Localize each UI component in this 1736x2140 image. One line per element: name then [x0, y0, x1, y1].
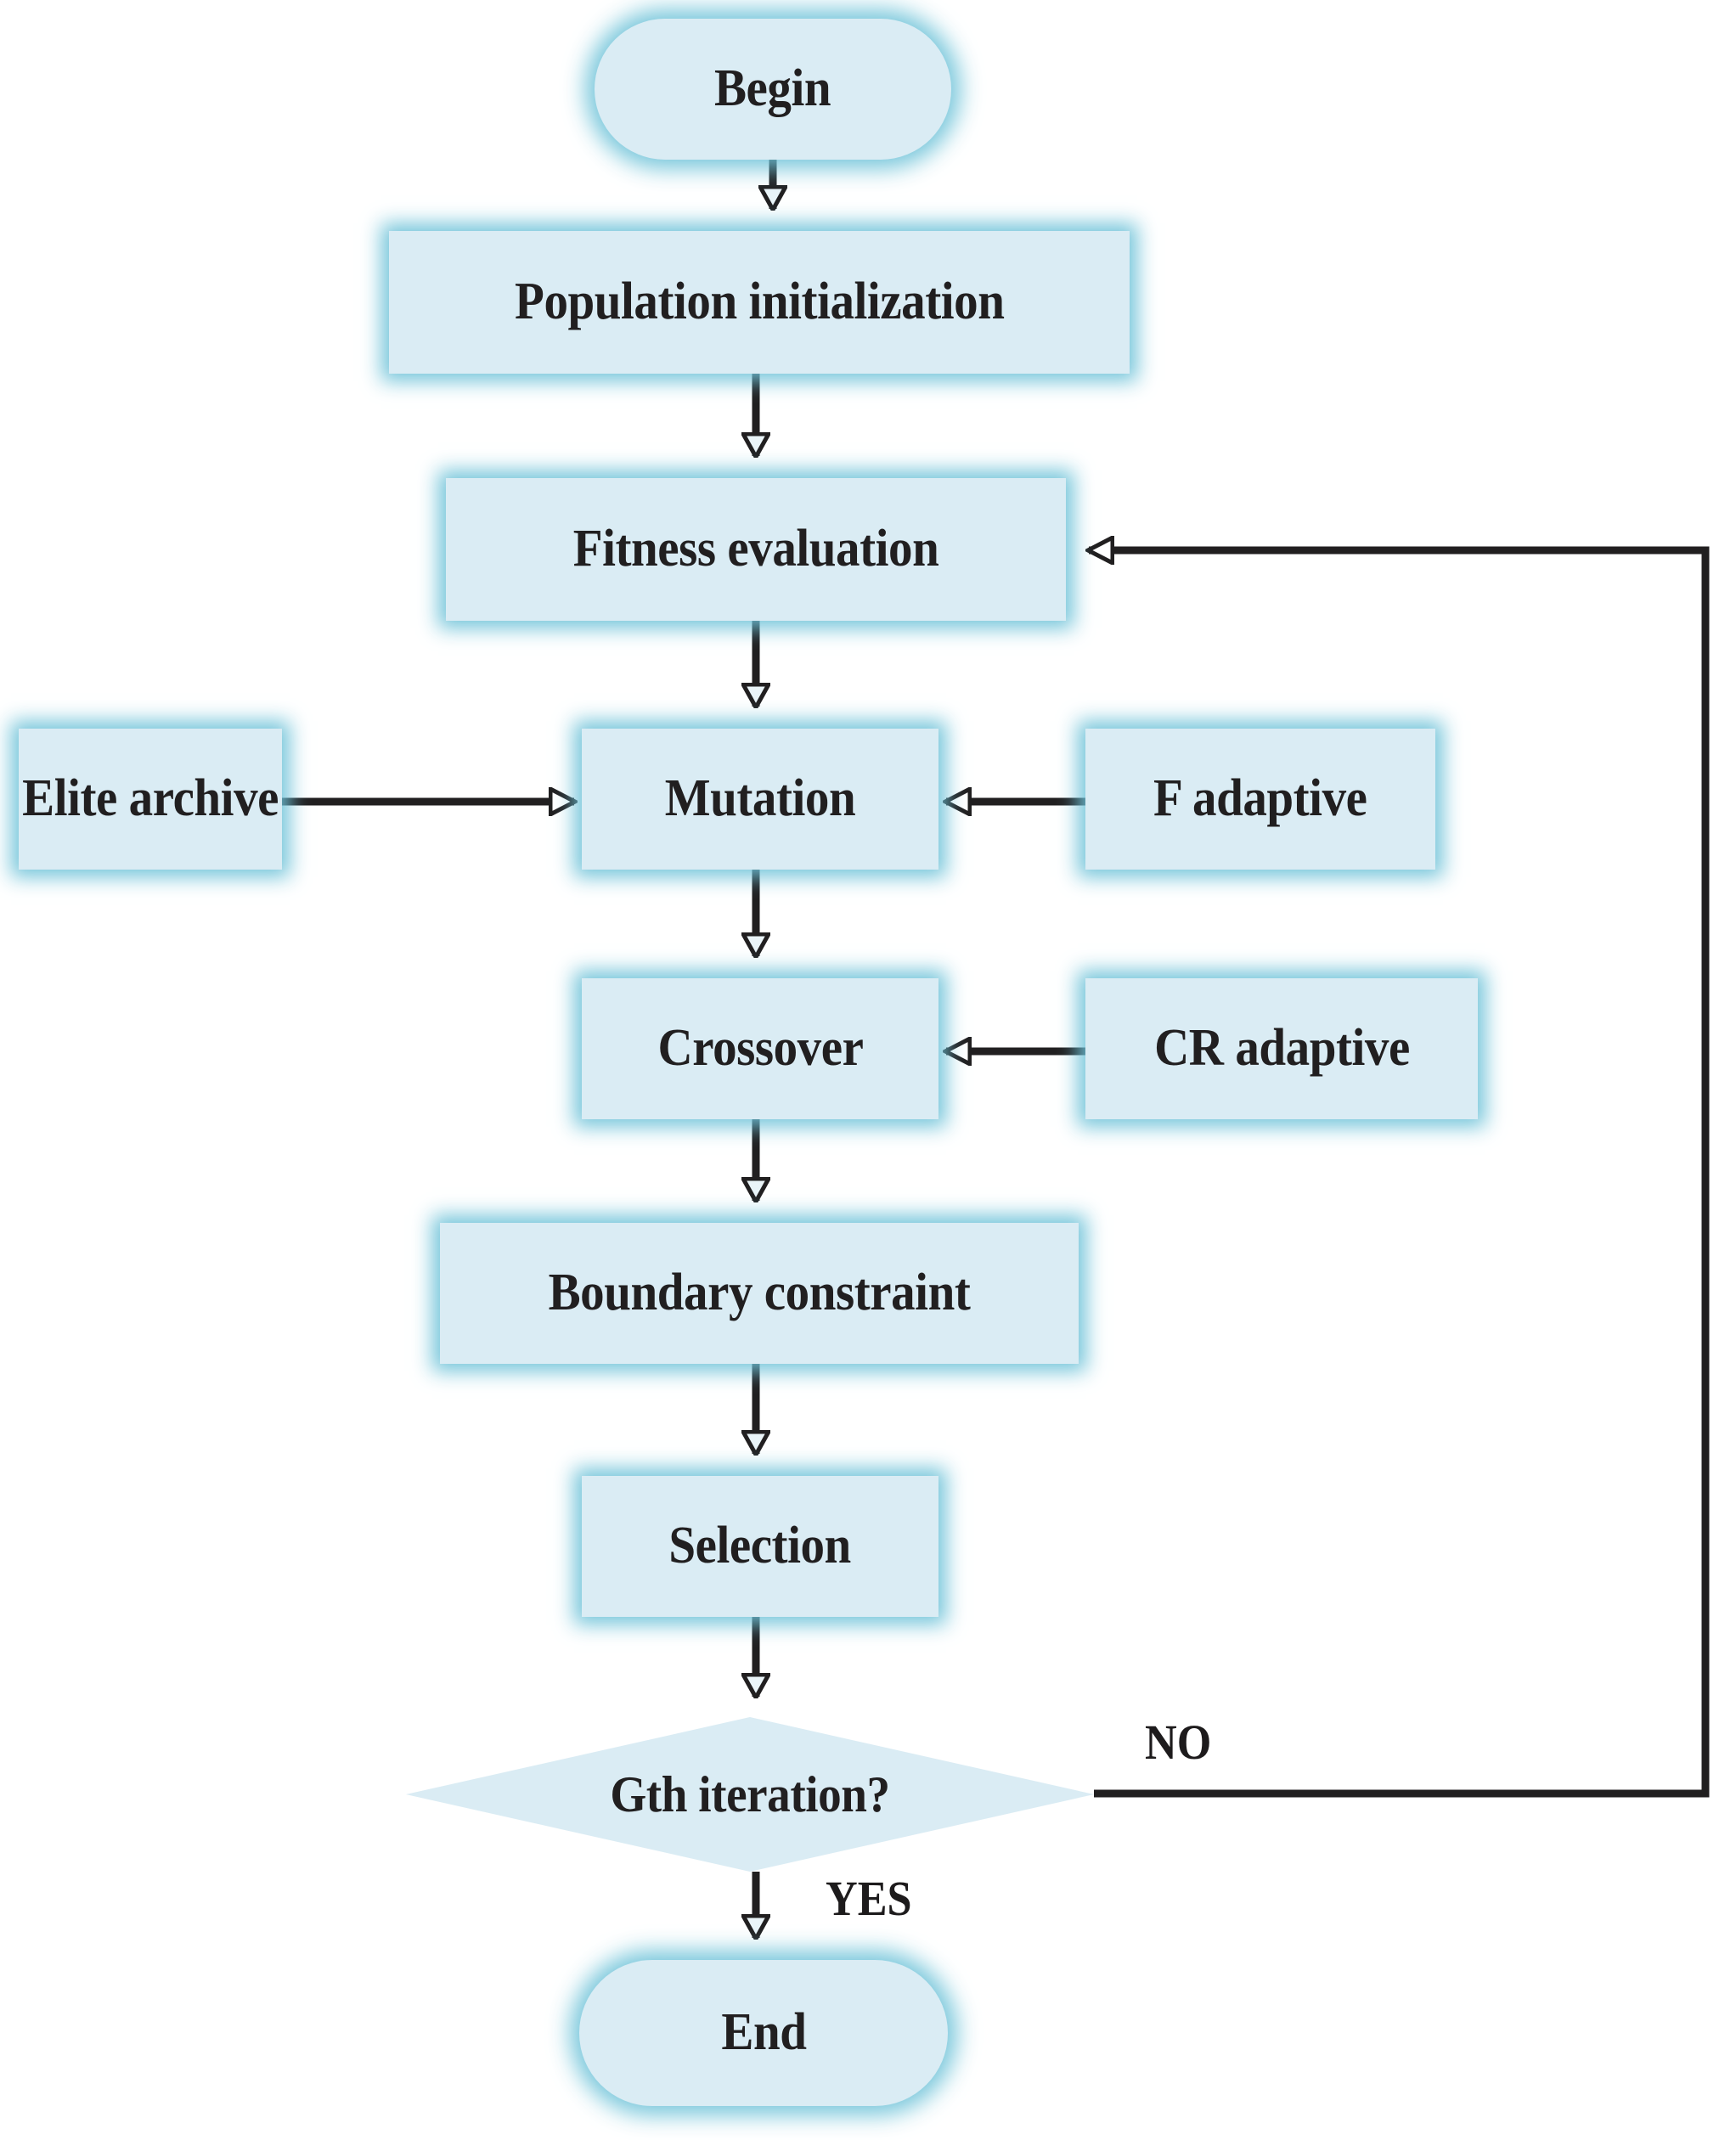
node-begin-label: Begin [714, 59, 831, 118]
node-cr-adaptive-label: CR adaptive [1153, 1019, 1410, 1078]
node-end-label: End [720, 2003, 807, 2062]
node-crossover-label: Crossover [657, 1019, 863, 1078]
node-gth-iteration-decision-label: Gth iteration? [610, 1766, 890, 1822]
node-mutation[interactable]: Mutation [582, 729, 938, 870]
node-begin[interactable]: Begin [595, 19, 951, 160]
node-fitness-evaluation[interactable]: Fitness evaluation [446, 478, 1066, 621]
node-mutation-label: Mutation [664, 769, 856, 828]
node-cr-adaptive[interactable]: CR adaptive [1085, 978, 1478, 1119]
node-crossover[interactable]: Crossover [582, 978, 938, 1119]
node-end[interactable]: End [579, 1960, 948, 2106]
node-population-initialization[interactable]: Population initialization [389, 231, 1130, 374]
node-selection-label: Selection [668, 1517, 852, 1575]
node-f-adaptive-label: F adaptive [1153, 769, 1367, 828]
node-boundary-constraint[interactable]: Boundary constraint [440, 1223, 1079, 1364]
node-elite-archive[interactable]: Elite archive [19, 729, 282, 870]
node-boundary-constraint-label: Boundary constraint [548, 1264, 971, 1322]
node-gth-iteration-decision[interactable]: Gth iteration? [406, 1717, 1094, 1872]
node-population-initialization-label: Population initialization [514, 273, 1005, 331]
node-elite-archive-label: Elite archive [22, 769, 279, 828]
node-selection[interactable]: Selection [582, 1476, 938, 1617]
node-fitness-evaluation-label: Fitness evaluation [572, 520, 939, 578]
edge-label-no: NO [1145, 1715, 1212, 1770]
node-f-adaptive[interactable]: F adaptive [1085, 729, 1435, 870]
edge-label-yes: YES [826, 1871, 912, 1926]
